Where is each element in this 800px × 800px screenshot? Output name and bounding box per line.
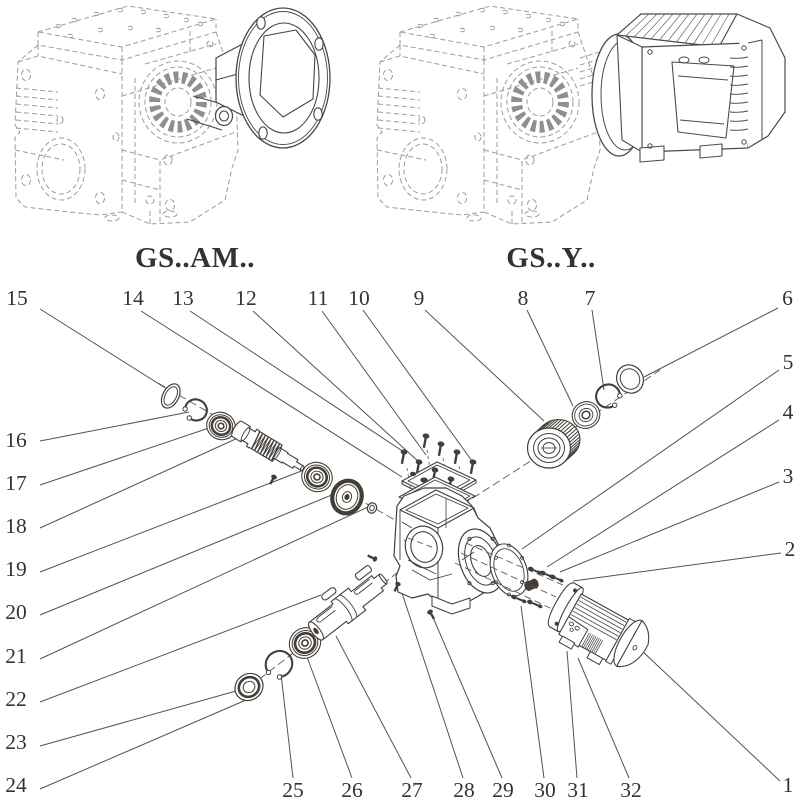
svg-text:19: 19 <box>5 557 27 581</box>
svg-text:21: 21 <box>5 644 27 668</box>
svg-text:16: 16 <box>5 428 27 452</box>
svg-text:15: 15 <box>6 286 28 310</box>
svg-text:17: 17 <box>5 471 27 495</box>
svg-text:5: 5 <box>783 350 794 374</box>
svg-text:GS..Y..: GS..Y.. <box>506 242 595 274</box>
svg-text:27: 27 <box>401 778 423 800</box>
svg-text:20: 20 <box>5 600 27 624</box>
svg-text:10: 10 <box>348 286 370 310</box>
svg-text:26: 26 <box>341 778 363 800</box>
svg-text:13: 13 <box>172 286 194 310</box>
svg-text:3: 3 <box>783 464 794 488</box>
svg-text:32: 32 <box>620 778 642 800</box>
svg-text:7: 7 <box>585 286 596 310</box>
svg-text:12: 12 <box>235 286 257 310</box>
svg-text:9: 9 <box>414 286 425 310</box>
svg-text:2: 2 <box>785 537 796 561</box>
svg-text:29: 29 <box>492 778 514 800</box>
svg-text:4: 4 <box>783 400 794 424</box>
svg-text:14: 14 <box>122 286 144 310</box>
svg-text:24: 24 <box>5 773 27 797</box>
svg-text:30: 30 <box>534 778 556 800</box>
svg-text:23: 23 <box>5 730 27 754</box>
svg-text:11: 11 <box>308 286 329 310</box>
svg-text:GS..AM..: GS..AM.. <box>135 242 255 274</box>
svg-text:28: 28 <box>453 778 475 800</box>
svg-text:22: 22 <box>5 687 27 711</box>
svg-text:25: 25 <box>282 778 304 800</box>
svg-text:8: 8 <box>518 286 529 310</box>
svg-text:31: 31 <box>567 778 589 800</box>
svg-text:6: 6 <box>782 286 793 310</box>
svg-text:1: 1 <box>783 773 794 797</box>
svg-text:18: 18 <box>5 514 27 538</box>
